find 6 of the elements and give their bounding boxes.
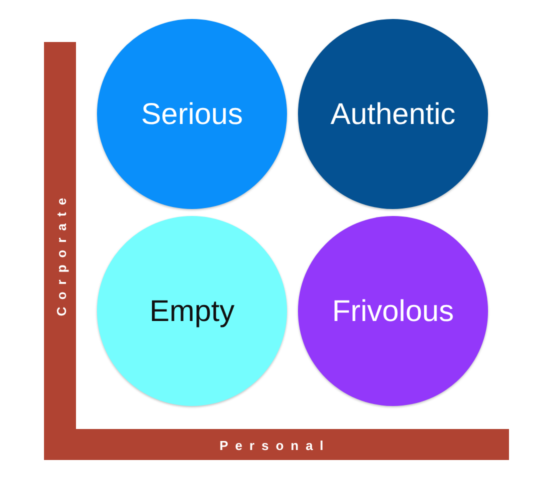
category-label: Frivolous [332,294,454,328]
category-label: Authentic [330,98,456,130]
axis-label: Personal [220,438,330,452]
category-label: Empty [149,294,235,328]
axis-label: Corporate [54,190,68,316]
category-label: Serious [141,98,243,130]
